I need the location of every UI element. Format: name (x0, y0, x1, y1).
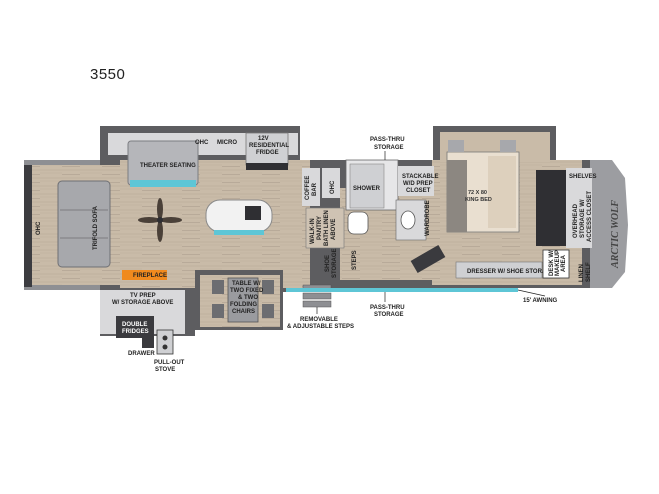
closet (398, 166, 434, 196)
label-double-fridges-1: DOUBLE (122, 322, 147, 328)
brand-logo: ARCTIC WOLF (610, 200, 621, 269)
label-pantry-1: WALK-IN (310, 218, 316, 244)
toilet (347, 211, 369, 235)
label-king-bed-2: KING BED (465, 197, 492, 203)
label-pantry-3: BATH LINEN (324, 210, 330, 246)
label-ohc-top-left: OHC (195, 140, 209, 146)
label-linen-shelf-1: LINEN (579, 264, 585, 282)
chair-3 (262, 280, 274, 294)
stove-burner-1 (162, 335, 168, 341)
chair-4 (262, 304, 274, 318)
label-drawer: DRAWER (128, 351, 155, 357)
trifold-sofa (57, 180, 111, 268)
label-steps-mid: STEPS (352, 250, 358, 270)
label-table-4: FOLDING (230, 302, 257, 308)
dining-table (227, 277, 259, 323)
model-number: 3550 (90, 66, 126, 83)
bedspread (447, 160, 467, 232)
label-pull-out-stove-2: STOVE (155, 367, 175, 373)
label-coffee-bar-2: BAR (312, 182, 318, 196)
label-fridge-3: FRIDGE (256, 150, 279, 156)
pull-out-stove (156, 329, 174, 355)
label-removable-steps-2: & ADJUSTABLE STEPS (287, 324, 354, 330)
label-pass-thru-bottom-1: PASS-THRU (370, 305, 405, 311)
label-pass-thru-bottom-2: STORAGE (374, 312, 404, 318)
fridge (245, 132, 289, 166)
pillows (488, 156, 516, 228)
label-fireplace: FIREPLACE (133, 273, 167, 279)
rear-window-panel (24, 165, 32, 287)
coffee-bar (302, 168, 320, 206)
label-overhead-2: STORAGE W/ (580, 199, 586, 238)
fridge-base (246, 163, 288, 170)
chair-2 (212, 304, 224, 318)
front-wardrobe-dark (536, 170, 566, 246)
label-table-5: CHAIRS (232, 309, 255, 315)
step-2 (302, 292, 332, 300)
label-wardrobe: WARDROBE (425, 200, 431, 236)
vanity-sink (400, 210, 416, 230)
front-cap (590, 160, 628, 288)
kitchen-island (205, 199, 273, 233)
drawer (142, 338, 154, 348)
label-pull-out-stove-1: PULL-OUT (154, 360, 185, 366)
label-desk-3: AREA (561, 254, 567, 272)
label-trifold-sofa: TRIFOLD SOFA (93, 205, 99, 250)
island-sink (245, 206, 261, 220)
label-pantry-4: ABOVE (331, 219, 337, 240)
label-closet-1: STACKABLE (402, 174, 439, 180)
dresser (455, 261, 543, 279)
label-table-1: TABLE W/ (232, 281, 261, 287)
fireplace (122, 270, 167, 280)
ohc-mid (322, 168, 340, 198)
awning-leader (517, 289, 546, 297)
walk-in-pantry (305, 207, 345, 249)
label-linen-shelf-2: SHELF (586, 262, 592, 282)
label-awning: 15' AWNING (523, 298, 558, 304)
overhead-storage (566, 168, 592, 248)
label-removable-steps-1: REMOVABLE (300, 317, 338, 323)
label-ohc-rear: OHC (36, 221, 42, 235)
label-tv-prep-2: W/ STORAGE ABOVE (112, 300, 173, 306)
label-shoe-storage-mid-1: SHOE (325, 255, 331, 272)
desk-makeup-area (542, 249, 570, 279)
label-king-bed-1: 72 X 80 (468, 190, 487, 196)
label-closet-3: CLOSET (406, 188, 431, 194)
shower (349, 163, 385, 209)
label-closet-2: W/D PREP (403, 181, 433, 187)
nightstand-2 (500, 140, 516, 152)
label-pass-thru-top-1: PASS-THRU (370, 137, 405, 143)
label-tv-prep-1: TV PREP (130, 293, 156, 299)
step-3 (302, 300, 332, 308)
label-shelves: SHELVES (569, 174, 597, 180)
label-pantry-2: PANTRY (317, 216, 323, 240)
label-fridge-1: 12V (258, 136, 269, 142)
label-table-3: & TWO (238, 295, 258, 301)
chair-bedroom (410, 244, 446, 274)
double-fridges (116, 316, 154, 338)
label-coffee-bar-1: COFFEE (305, 176, 311, 200)
label-fridge-2: RESIDENTIAL (249, 143, 289, 149)
stove-burner-2 (162, 344, 168, 350)
label-ohc-mid: OHC (330, 180, 336, 194)
label-shower: SHOWER (353, 186, 381, 192)
label-shoe-storage-mid-2: STORAGE (332, 248, 338, 278)
chair-1 (212, 280, 224, 294)
awning (286, 288, 518, 292)
label-overhead-3: ACCESS CLOSET (587, 191, 593, 242)
nightstand-1 (448, 140, 464, 152)
island-accent (214, 230, 264, 235)
label-micro: MICRO (217, 140, 237, 146)
label-overhead-1: OVERHEAD (573, 203, 579, 238)
label-table-2: TWO FIXED (230, 288, 264, 294)
theater-seating-accent (130, 180, 196, 187)
label-desk-1: DESK W/ (549, 250, 555, 276)
ceiling-fan-icon (138, 198, 182, 242)
label-desk-2: MAKEUP (555, 250, 561, 276)
label-theater-seating: THEATER SEATING (140, 163, 196, 169)
label-dresser: DRESSER W/ SHOE STORAGE (467, 269, 555, 275)
label-pass-thru-top-2: STORAGE (374, 145, 404, 151)
label-double-fridges-2: FRIDGES (122, 329, 149, 335)
